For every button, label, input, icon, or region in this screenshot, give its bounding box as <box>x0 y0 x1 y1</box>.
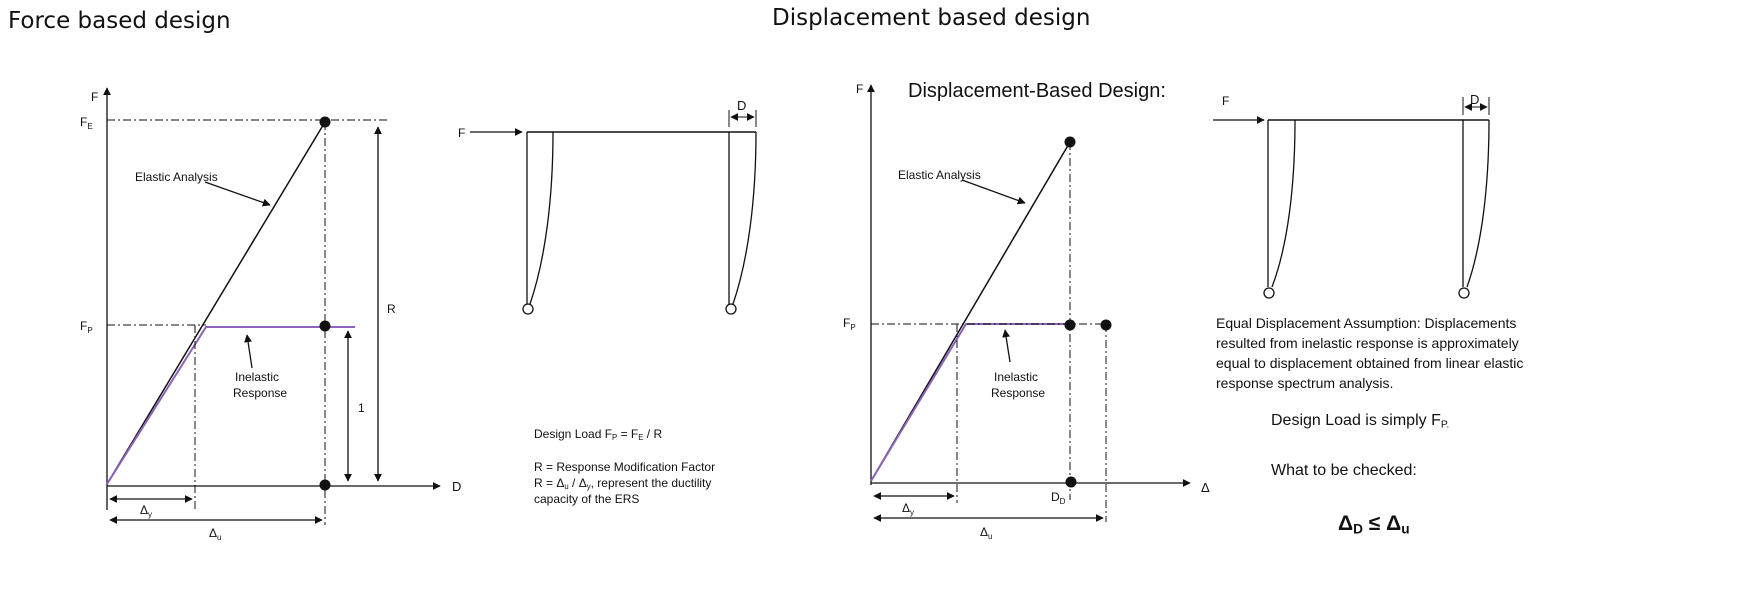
db-inelastic-arrow <box>1002 329 1011 363</box>
db-frame-left-pin <box>1263 287 1275 299</box>
fb-inelastic-label-2: Response <box>233 386 287 400</box>
db-design-load-note: Design Load is simply FP. <box>1271 412 1450 431</box>
db-d-axis-label: Δ <box>1201 480 1210 495</box>
fb-r-equation-line2: capacity of the ERS <box>534 492 640 506</box>
db-eda-line-3: equal to displacement obtained from line… <box>1216 355 1524 371</box>
displacement-based-heading: Displacement based design <box>772 5 1091 31</box>
db-dd-label: DD <box>1051 490 1066 506</box>
fb-point-yield-plateau <box>319 320 331 332</box>
fb-f-axis-label: F <box>91 90 98 104</box>
db-point-dd <box>1065 476 1077 488</box>
fb-frame-right-pin <box>725 303 737 315</box>
displacement-based-frame: F D <box>1213 92 1490 299</box>
fb-elastic-analysis-label: Elastic Analysis <box>135 170 218 184</box>
fb-fe-label: FE <box>80 115 93 131</box>
db-inelastic-label-1: Inelastic <box>994 370 1038 384</box>
db-frame-disp-label: D <box>1470 92 1479 107</box>
fb-frame-left-pin <box>522 303 534 315</box>
fb-inelastic-label-1: Inelastic <box>235 370 279 384</box>
force-based-heading: Force based design <box>8 8 231 34</box>
db-eda-line-4: response spectrum analysis. <box>1216 375 1394 391</box>
fb-elastic-line <box>106 121 326 485</box>
displacement-based-chart: Displacement-Based Design: F Δ FP Elasti… <box>843 80 1210 541</box>
db-inelastic-label-2: Response <box>991 386 1045 400</box>
fb-fp-label: FP <box>80 319 93 335</box>
db-point-ultimate <box>1100 319 1112 331</box>
fb-r-label: R <box>387 302 396 316</box>
db-check-title: What to be checked: <box>1271 462 1417 479</box>
db-title: Displacement-Based Design: <box>908 80 1166 102</box>
fb-frame-force-label: F <box>458 126 465 140</box>
db-frame-force-label: F <box>1222 94 1229 108</box>
db-check-inequality: ΔD ≤ Δu <box>1338 512 1410 537</box>
db-eda-line-1: Equal Displacement Assumption: Displacem… <box>1216 315 1517 331</box>
force-based-chart: F D FE FP Elastic Analysis Inelastic Res… <box>80 87 461 542</box>
fb-delta-y-label: Δy <box>140 503 152 519</box>
fb-inelastic-line <box>106 326 355 485</box>
db-elastic-analysis-label: Elastic Analysis <box>898 168 981 182</box>
db-elastic-arrow <box>961 179 1026 205</box>
fb-design-load-note: Design Load FP = FE / R <box>534 427 663 442</box>
db-delta-y-label: Δy <box>902 501 914 517</box>
fb-elastic-arrow <box>204 181 271 207</box>
db-point-elastic <box>1064 136 1076 148</box>
db-delta-u-label: Δu <box>980 525 992 541</box>
db-inelastic-line <box>870 323 1075 482</box>
fb-one-label: 1 <box>358 401 365 415</box>
fb-delta-u-label: Δu <box>209 526 221 542</box>
db-point-plateau <box>1064 319 1076 331</box>
fb-r-equation: R = Δu / Δy, represent the ductility <box>534 476 712 491</box>
db-frame-right-pin <box>1458 287 1470 299</box>
db-eda-line-2: resulted from inelastic response is appr… <box>1216 335 1519 351</box>
fb-r-definition: R = Response Modification Factor <box>534 460 716 474</box>
fb-d-axis-label: D <box>452 479 461 494</box>
db-f-axis-label: F <box>856 82 863 96</box>
fb-inelastic-arrow <box>244 334 253 369</box>
fb-point-ultimate <box>319 479 331 491</box>
force-based-frame: F D <box>458 98 757 315</box>
fb-frame-disp-label: D <box>737 98 746 113</box>
fb-point-elastic <box>319 116 331 128</box>
db-fp-label: FP <box>843 316 856 332</box>
